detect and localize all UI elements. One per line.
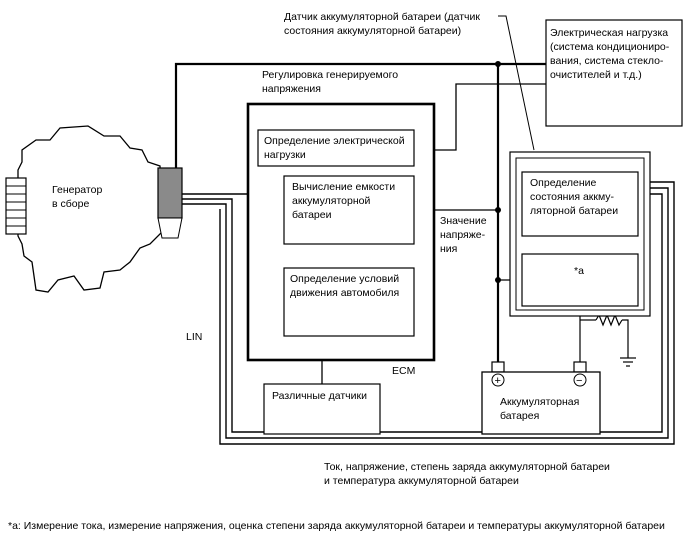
battery-minus-terminal [573,361,587,373]
box-various-sensors [263,383,381,435]
box-capacity-line2: аккумуляторной [292,195,370,207]
pulley-icon [5,177,27,235]
load-line4: очистителей и т.д.) [550,69,642,81]
lin-wire-2 [182,193,663,433]
lin-wire-3 [182,187,669,439]
measurement-label: *a [574,265,584,277]
battery-plus-terminal [491,361,505,373]
resistor-icon [595,313,623,327]
junction-dot [495,61,501,67]
regulator-block [157,167,183,219]
lin-label: LIN [186,331,202,343]
box-electric-load-line2: нагрузки [264,149,306,161]
minus-icon [573,373,587,387]
various-sensors-label: Различные датчики [272,390,367,402]
plus-icon [491,373,505,387]
box-electric-load-line1: Определение электрической [264,135,405,147]
voltage-value-line1: Значение [440,215,487,227]
box-capacity-line1: Вычисление емкости [292,181,395,193]
load-line3: вания, система стекло- [550,55,664,67]
ground-wire [622,319,629,358]
generator: Генератор в сборе [5,125,183,293]
battery-sensor-unit: Определение состояния аккму- ляторной ба… [509,151,651,317]
bottom-label-line2: и температура аккумуляторной батареи [324,475,519,487]
box-battery-state [521,171,639,237]
ecm: ECM Определение электрической нагрузки В… [246,102,436,377]
box-electric-load [257,129,415,167]
battery-label-line2: батарея [500,410,539,422]
load-line1: Электрическая нагрузка [550,27,668,39]
box-driving-conditions [283,267,415,337]
load-line2: (система кондициониро- [550,41,670,53]
battery-label-line1: Аккумуляторная [500,396,579,408]
regulation-line1: Регулировка генерируемого [262,69,398,81]
box-measurement [521,253,639,307]
battery-state-line3: ляторной батареи [530,205,618,217]
bottom-label-line1: Ток, напряжение, степень заряда аккумуля… [324,461,610,473]
box-driving-line2: движения автомобиля [290,287,399,299]
voltage-value-line3: ния [440,243,457,255]
battery-plus-sign: + [495,375,501,387]
box-driving-line1: Определение условий [290,273,399,285]
generator-label-line2: в сборе [52,198,89,210]
battery: + − Аккумуляторная батарея [481,361,601,435]
lin-wire-4 [219,181,675,445]
sensor-callout-line1: Датчик аккумуляторной батареи (датчик [284,11,480,23]
sensor-callout-line2: состояния аккумуляторной батареи) [284,25,461,37]
box-capacity [283,175,415,245]
generator-label-line1: Генератор [52,184,102,196]
generator-body [17,125,163,293]
sensor-inner-frame [515,157,645,311]
regulation-wire [174,62,498,168]
footnote: *a: Измерение тока, измерение напряжения… [8,520,665,532]
regulation-line2: напряжения [262,83,321,95]
sensor-leader [498,15,535,151]
junction-dot [495,207,501,213]
ecm-label: ECM [392,365,415,377]
junction-dot [495,277,501,283]
battery-minus-sign: − [576,375,582,387]
battery-state-line1: Определение [530,177,597,189]
battery-state-line2: состояния аккму- [530,191,615,203]
voltage-value-line2: напряже- [440,229,486,241]
box-capacity-line3: батареи [292,209,332,221]
box-electrical-load [545,19,683,127]
